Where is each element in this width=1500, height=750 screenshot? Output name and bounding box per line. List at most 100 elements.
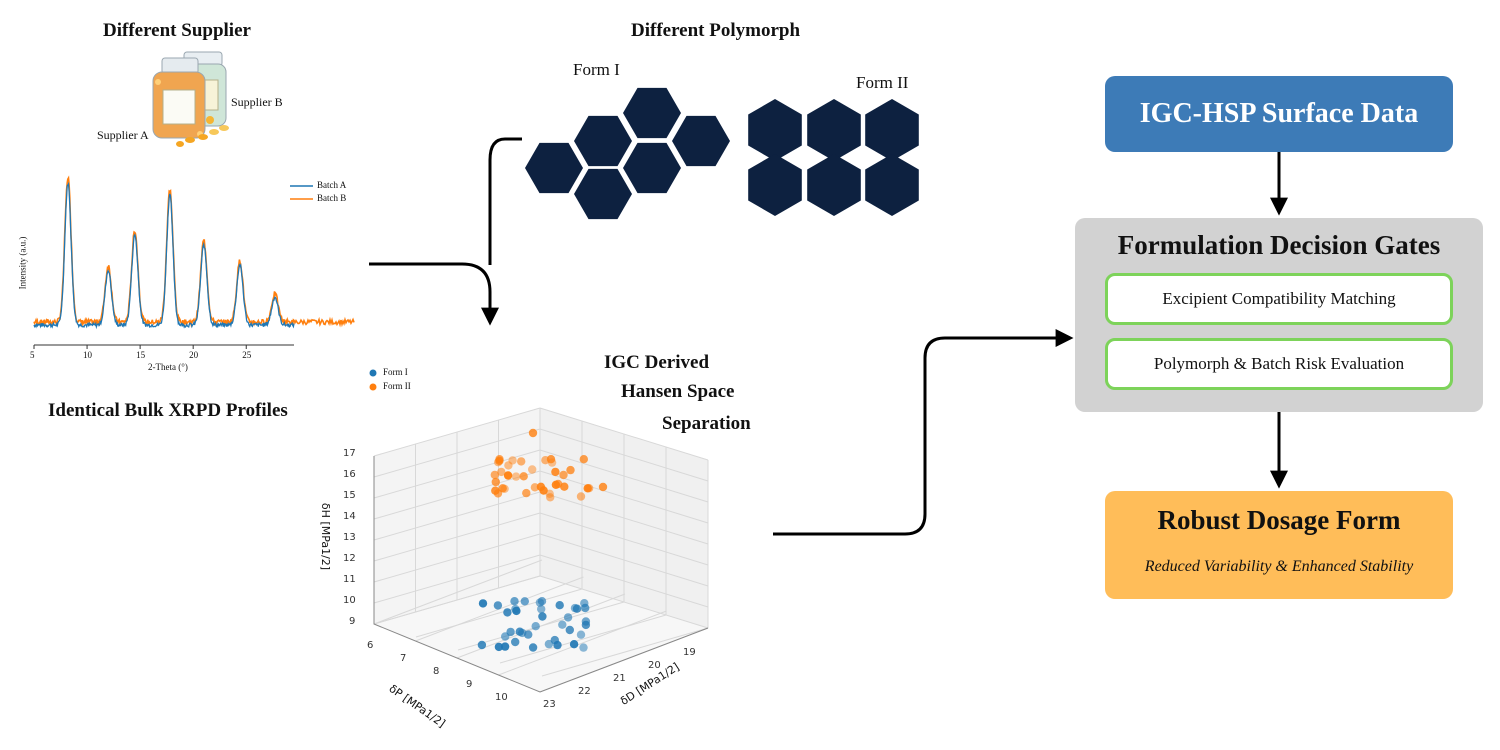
hansen-point-form1 [520, 597, 529, 606]
hansen-z-tick: 16 [343, 469, 356, 480]
hansen-grid-line [541, 627, 709, 677]
form1-hexagon [623, 142, 681, 194]
form2-hexagon [807, 154, 861, 216]
gate-1-box: Excipient Compatibility Matching [1105, 273, 1453, 325]
hansen-point-form1 [477, 640, 487, 650]
hansen-z-tick: 10 [343, 595, 356, 606]
hansen-point-form2 [546, 493, 555, 502]
hansen-point-form1 [500, 642, 510, 651]
xrpd-xtick-label: 15 [136, 350, 146, 360]
hansen-point-form2 [566, 465, 575, 475]
hansen-point-form1 [555, 601, 564, 610]
hansen-point-form1 [494, 642, 504, 652]
hansen-z-tick: 12 [343, 553, 356, 564]
hansen-point-form1 [478, 599, 488, 608]
hansen-p-tick: 6 [367, 640, 374, 651]
xrpd-legend-batch-a: Batch A [317, 180, 347, 190]
hansen-p-tick: 7 [400, 653, 407, 664]
form2-hexagon [865, 99, 919, 161]
xrpd-batch-a-line [33, 181, 295, 330]
hansen-point-form2 [551, 467, 560, 477]
hansen-legend-dot-form1 [369, 369, 377, 377]
xrpd-xtick-label: 10 [83, 350, 93, 360]
hansen-point-form1 [493, 601, 503, 610]
xrpd-caption: Identical Bulk XRPD Profiles [48, 400, 288, 421]
gate-2-label: Polymorph & Batch Risk Evaluation [1153, 354, 1405, 373]
form1-hexagon [574, 168, 632, 220]
hansen-z-tick: 11 [343, 574, 356, 585]
supplier-a-label: Supplier A [97, 128, 149, 142]
hansen-point-form2 [490, 470, 499, 480]
hansen-point-form1 [503, 608, 512, 617]
hansen-point-form1 [538, 612, 547, 621]
hansen-point-form1 [524, 630, 533, 639]
hansen-title-line3: Separation [662, 413, 751, 434]
hansen-legend-dot-form2 [369, 383, 377, 391]
arrow-polymorph-to-hansen [488, 137, 522, 265]
hansen-point-form2 [579, 455, 588, 464]
hansen-point-form2 [491, 477, 500, 487]
hansen-point-form2 [511, 472, 521, 481]
form1-hexagon [623, 87, 681, 139]
hansen-point-form2 [541, 456, 550, 465]
bottle-a [152, 57, 206, 139]
spilled-pills [176, 125, 229, 147]
hansen-z-tick: 14 [343, 511, 356, 522]
hansen-point-form1 [569, 640, 579, 649]
hansen-point-form2 [598, 482, 608, 492]
hansen-d-tick: 20 [648, 660, 661, 671]
hansen-point-form2 [559, 470, 568, 480]
hansen-point-form2 [497, 467, 506, 477]
hansen-z-tick: 15 [343, 490, 356, 501]
hansen-d-tick: 22 [578, 686, 591, 697]
hansen-grid-line [498, 610, 667, 676]
hansen-z-tick: 17 [343, 448, 356, 459]
supplier-b-label: Supplier B [231, 95, 283, 109]
xrpd-xtick-label: 20 [189, 350, 199, 360]
polymorph-title: Different Polymorph [631, 20, 801, 41]
hansen-point-form1 [506, 627, 515, 637]
hansen-p-tick: 8 [433, 666, 440, 677]
hansen-point-form1 [579, 643, 588, 652]
form2-hexagon [865, 154, 919, 216]
hansen-point-form2 [498, 484, 507, 493]
hansen-point-form1 [511, 604, 520, 614]
hansen-grid-line [373, 559, 543, 625]
hansen-z-tick: 9 [349, 616, 356, 627]
hansen-point-form2 [504, 461, 513, 470]
xrpd-xtick-label: 25 [242, 350, 252, 360]
hansen-point-form2 [536, 482, 546, 491]
hansen-point-form1 [510, 597, 519, 606]
hansen-title-line1: IGC Derived [604, 352, 710, 373]
hansen-legend-form2: Form II [383, 381, 411, 391]
surface-data-box: IGC-HSP Surface Data [1105, 76, 1453, 152]
hansen-title-line2: Hansen Space [621, 381, 735, 402]
hansen-point-form2 [503, 471, 513, 480]
gate-2-box: Polymorph & Batch Risk Evaluation [1105, 338, 1453, 390]
hansen-point-form2 [495, 456, 504, 465]
hansen-z-tick: 13 [343, 532, 356, 543]
form1-label: Form I [573, 60, 620, 79]
dosage-form-subtitle: Reduced Variability & Enhanced Stability [1144, 558, 1414, 575]
hansen-point-form2 [508, 456, 517, 465]
hansen-grid-line [499, 614, 667, 664]
hansen-d-tick: 23 [543, 699, 556, 710]
hansen-legend-form1: Form I [383, 367, 408, 377]
hansen-point-form1 [576, 630, 586, 639]
form2-hexagon [807, 99, 861, 161]
form2-label: Form II [856, 73, 909, 92]
hansen-point-form1 [528, 643, 538, 652]
hansen-point-form1 [544, 639, 554, 649]
hansen-d-tick: 19 [683, 647, 696, 658]
hansen-point-form1 [558, 620, 567, 629]
hansen-point-form1 [535, 598, 545, 607]
xrpd-axes [33, 344, 294, 349]
form1-hexagon [672, 115, 730, 167]
xrpd-xtick-label: 5 [30, 350, 35, 360]
xrpd-xlabel: 2-Theta (°) [148, 362, 188, 372]
hansen-point-form2 [584, 484, 594, 493]
hansen-point-form1 [563, 613, 573, 622]
